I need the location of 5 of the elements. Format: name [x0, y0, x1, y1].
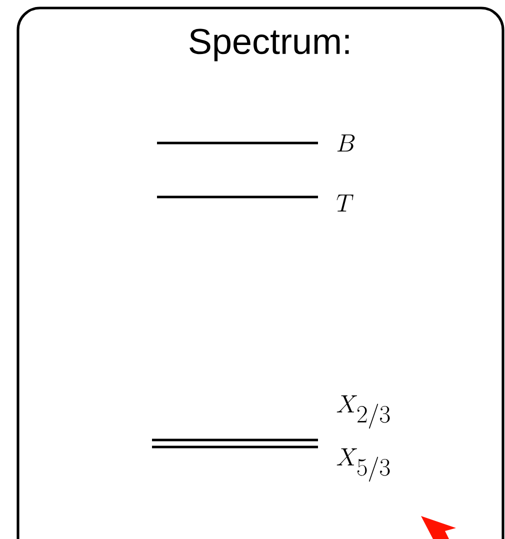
- level-label: $B$: [337, 134, 355, 152]
- title: Spectrum:: [190, 28, 349, 62]
- level-label: $X_{5/3}$: [336, 448, 390, 482]
- level-label: $T$: [336, 194, 354, 212]
- level-label: $X_{2/3}$: [336, 395, 390, 429]
